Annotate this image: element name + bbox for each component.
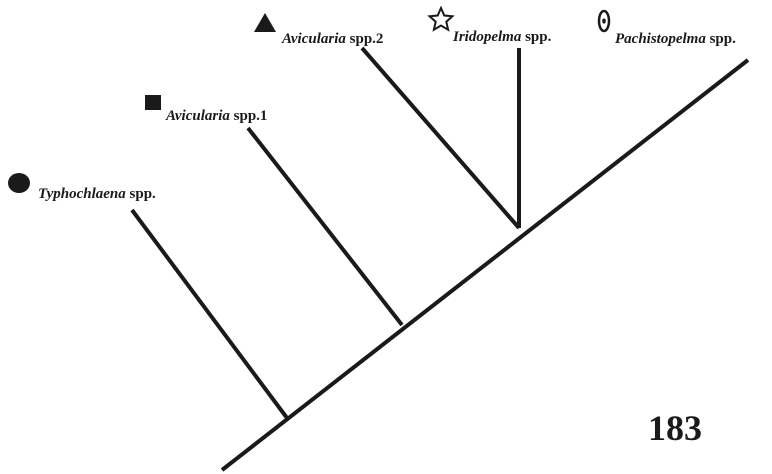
main-stem-branch — [220, 58, 750, 472]
species-suffix: spp.1 — [233, 108, 268, 124]
genus-name: Pachistopelma — [615, 31, 706, 47]
open-star-icon — [427, 5, 455, 32]
taxon-label-avicularia-1: Avicularia spp.1 — [166, 109, 267, 124]
genus-name: Avicularia — [166, 108, 230, 124]
filled-circle-icon — [8, 173, 30, 193]
branch-avicularia-2 — [360, 46, 521, 230]
genus-name: Typhochlaena — [38, 186, 126, 202]
figure-number: 183 — [648, 408, 702, 448]
branch-typhochlaena — [130, 208, 289, 420]
species-suffix: spp.2 — [349, 31, 384, 47]
dotted-ellipse-icon — [597, 9, 611, 33]
taxon-label-pachistopelma: Pachistopelma spp. — [615, 32, 736, 47]
filled-triangle-icon — [254, 13, 276, 32]
species-suffix: spp. — [129, 186, 156, 202]
species-suffix: spp. — [525, 29, 552, 45]
genus-name: Iridopelma — [453, 29, 522, 45]
filled-square-icon — [145, 95, 161, 110]
branch-avicularia-1 — [246, 126, 404, 327]
genus-name: Avicularia — [282, 31, 346, 47]
taxon-label-iridopelma: Iridopelma spp. — [453, 30, 551, 45]
taxon-label-typhochlaena: Typhochlaena spp. — [38, 187, 156, 202]
taxon-label-avicularia-2: Avicularia spp.2 — [282, 32, 383, 47]
species-suffix: spp. — [709, 31, 736, 47]
